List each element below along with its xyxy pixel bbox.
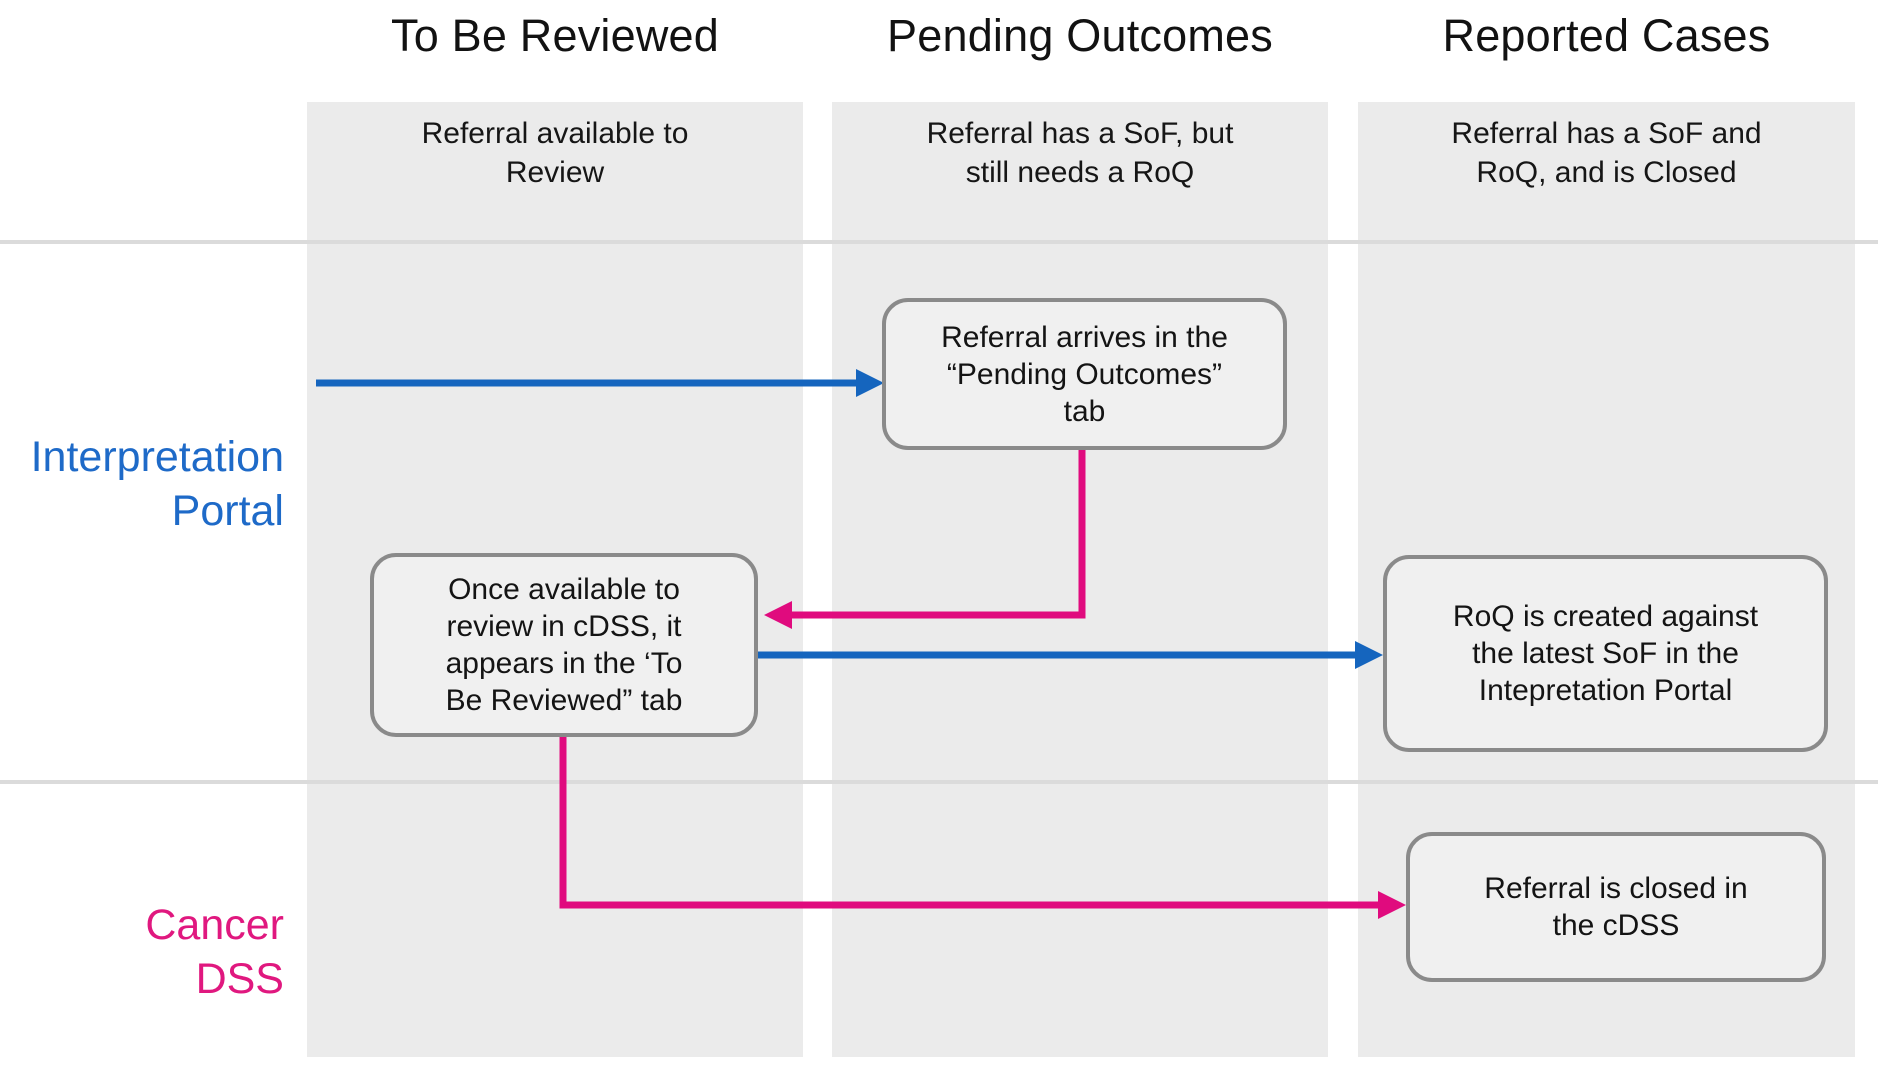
node-text-line: “Pending Outcomes” xyxy=(946,357,1223,391)
node-text-line: RoQ is created against xyxy=(1452,600,1759,633)
column-title-pending-outcomes: Pending Outcomes xyxy=(887,10,1273,61)
lane-pending-outcomes xyxy=(832,102,1328,1057)
node-text-line: Be Reviewed” tab xyxy=(445,684,683,717)
node-referral-arrives-pending: Referral arrives in the “Pending Outcome… xyxy=(882,298,1287,450)
node-text-line: Referral is closed in xyxy=(1484,872,1748,905)
column-title-reported-cases: Reported Cases xyxy=(1442,10,1771,61)
subtitle-line: Review xyxy=(505,156,605,189)
subtitle-line: Referral has a SoF and xyxy=(1451,117,1762,150)
node-text-line: the latest SoF in the xyxy=(1472,637,1739,670)
node-roq-created: RoQ is created against the latest SoF in… xyxy=(1383,555,1828,752)
node-referral-closed: Referral is closed in the cDSS xyxy=(1406,832,1826,982)
node-text-line: Referral arrives in the xyxy=(941,320,1228,354)
column-subtitle-reported-cases: Referral has a SoF and RoQ, and is Close… xyxy=(1358,114,1855,192)
row-label-line: DSS xyxy=(195,955,284,1003)
node-text-line: review in cDSS, it xyxy=(446,610,682,643)
node-text-line: Once available to xyxy=(448,573,680,606)
row-label-interpretation-portal: Interpretation Portal xyxy=(0,430,284,538)
subtitle-line: RoQ, and is Closed xyxy=(1476,156,1737,189)
node-text-line: appears in the ‘To xyxy=(445,647,683,680)
row-label-cancer-dss: Cancer DSS xyxy=(0,898,284,1006)
node-appears-in-to-be-reviewed: Once available to review in cDSS, it app… xyxy=(370,553,758,737)
node-text-line: Intepretation Portal xyxy=(1478,674,1733,707)
row-label-line: Cancer xyxy=(145,901,284,949)
row-divider-top xyxy=(0,240,1878,244)
subtitle-line: still needs a RoQ xyxy=(965,156,1195,189)
subtitle-line: Referral available to xyxy=(421,117,689,150)
row-label-line: Interpretation xyxy=(30,433,284,481)
row-divider-bottom xyxy=(0,780,1878,784)
row-label-line: Portal xyxy=(171,487,284,535)
column-subtitle-to-be-reviewed: Referral available to Review xyxy=(307,114,803,192)
node-text-line: the cDSS xyxy=(1552,909,1680,942)
column-subtitle-pending-outcomes: Referral has a SoF, but still needs a Ro… xyxy=(832,114,1328,192)
column-title-to-be-reviewed: To Be Reviewed xyxy=(391,10,719,61)
node-text-line: tab xyxy=(1063,394,1106,428)
subtitle-line: Referral has a SoF, but xyxy=(926,117,1234,150)
